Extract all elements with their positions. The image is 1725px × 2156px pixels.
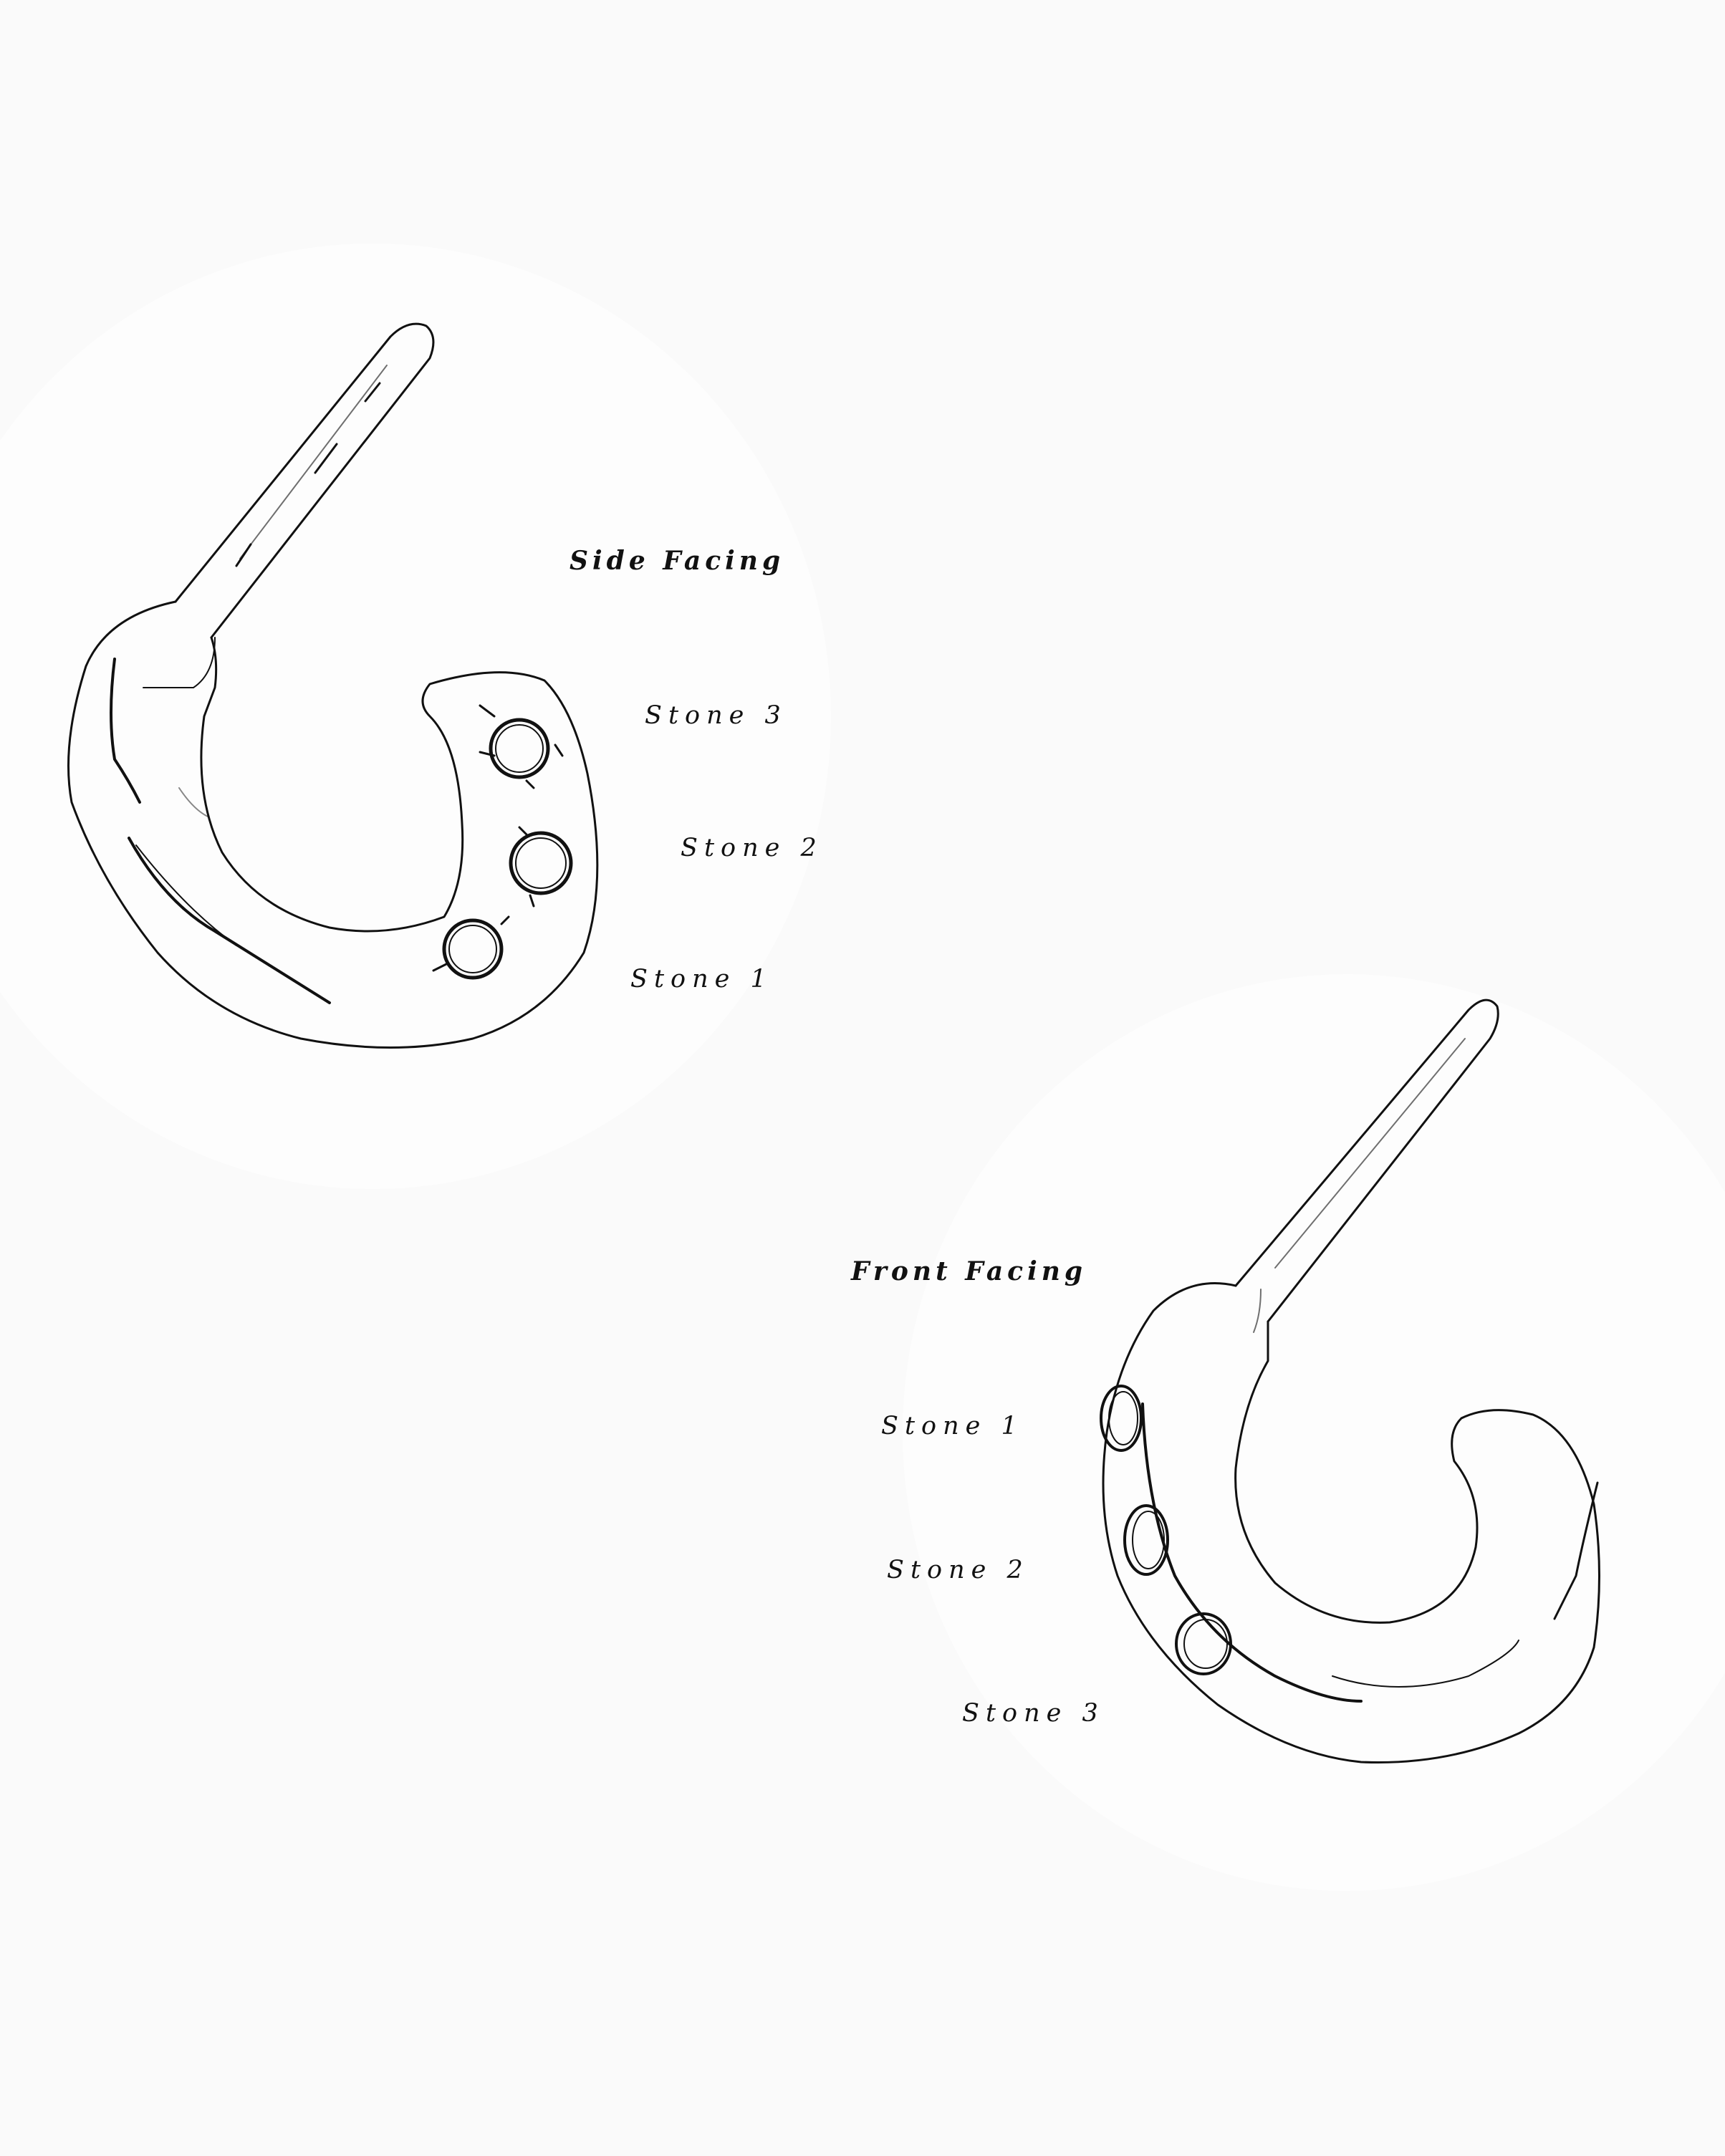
side-stone-2: [509, 826, 573, 908]
front-facing-earring: [1100, 998, 1600, 1763]
side-stone-3: [479, 704, 564, 789]
front-stone-1-label: Stone 1: [881, 1412, 1024, 1440]
side-stone-1-label: Stone 1: [630, 965, 773, 993]
side-stone-2-label: Stone 2: [681, 834, 823, 862]
side-stone-3-label: Stone 3: [645, 701, 787, 730]
front-stone-3-label: Stone 3: [962, 1699, 1105, 1728]
front-earring-post: [1234, 998, 1499, 1323]
side-earring-post: [174, 322, 435, 639]
side-facing-earring: [67, 322, 599, 1049]
front-stone-3: [1175, 1612, 1232, 1675]
side-stone-1: [432, 915, 510, 980]
side-earring-hoop-outline: [67, 600, 599, 1049]
front-stone-2: [1123, 1504, 1169, 1576]
front-earring-hoop-outline: [1102, 1282, 1600, 1763]
front-view-halo: [903, 974, 1725, 1891]
front-facing-heading: Front Facing: [850, 1256, 1087, 1286]
side-view-halo: [0, 244, 831, 1189]
side-facing-heading: Side Facing: [570, 546, 784, 576]
front-stone-1: [1100, 1385, 1143, 1452]
front-stone-2-label: Stone 2: [887, 1556, 1029, 1584]
